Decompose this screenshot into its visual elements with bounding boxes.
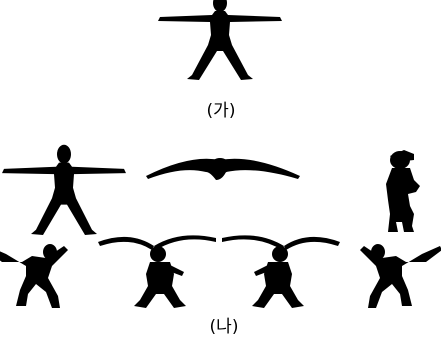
figure-b-arms-spread-arch xyxy=(146,158,300,180)
figure-b-tpose-front xyxy=(2,145,126,235)
figure-a-tpose xyxy=(158,0,282,80)
figure-b-side-profile xyxy=(386,150,420,232)
figure-b-arch-crouch-right xyxy=(222,235,340,308)
figure-b-crouch-left xyxy=(0,244,68,308)
figure-b-crouch-right xyxy=(360,244,441,308)
figure-b-arch-crouch-left xyxy=(98,235,216,308)
caption-panel-a: (가) xyxy=(191,101,251,121)
caption-panel-b: (나) xyxy=(194,317,254,337)
